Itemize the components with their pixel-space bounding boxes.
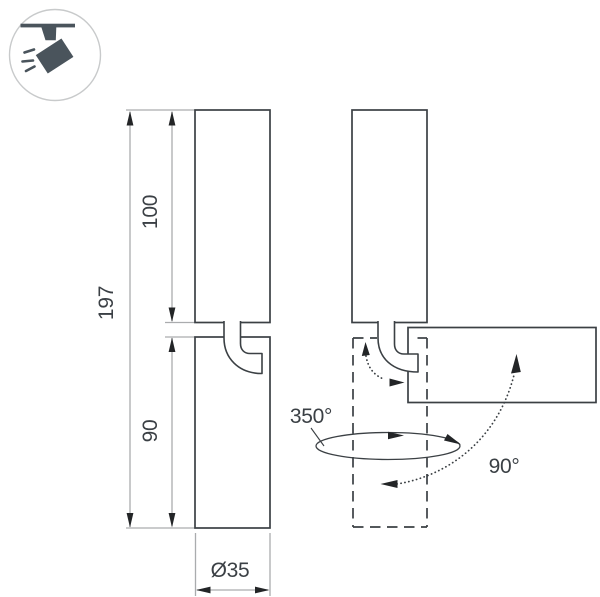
track-spotlight-icon <box>8 8 102 102</box>
front-view-drawing: 197 100 90 Ø35 <box>95 109 271 596</box>
dim-arrow-up <box>126 111 134 126</box>
rotated-lamp-head <box>407 326 597 404</box>
ellipse-arrow-right <box>388 431 404 440</box>
dim-arrow-down <box>168 307 176 322</box>
pan-angle-label: 350° <box>290 405 332 428</box>
rotated-elbow-joint <box>377 321 419 373</box>
front-upper-body <box>194 109 271 324</box>
dim-arrow-right <box>255 586 270 594</box>
dim-diameter-label: Ø35 <box>211 559 250 582</box>
dim-arrow-up <box>168 337 176 352</box>
dim-upper-height-label: 100 <box>139 195 162 229</box>
arc-arrow-up <box>361 342 370 356</box>
rotated-view-drawing: 350° 90° <box>290 109 597 528</box>
dim-total-height-label: 197 <box>95 286 118 320</box>
dim-arrow-down <box>126 513 134 528</box>
arc-arrow-up <box>511 354 521 374</box>
light-ray-icon <box>21 59 35 63</box>
light-ray-icon <box>24 65 36 73</box>
track-bar <box>20 23 75 28</box>
arc-arrow-right <box>389 378 405 387</box>
tilt-angle-label: 90° <box>489 455 520 478</box>
rotated-upper-body <box>351 109 428 324</box>
pan-angle-leader-line <box>310 427 325 447</box>
dim-lower-height-label: 90 <box>139 420 162 443</box>
icon-lamp-head <box>35 38 74 74</box>
hinge-tilt-arc <box>365 355 386 381</box>
ellipse-arrow-end <box>444 434 461 445</box>
front-elbow-joint <box>223 321 263 375</box>
tilt-arc <box>396 374 515 485</box>
icon-stem <box>41 27 57 41</box>
dim-arrow-left <box>196 586 211 594</box>
dim-arrow-up <box>168 111 176 126</box>
head-original-position-dashed <box>352 337 428 528</box>
dim-arrow-down <box>168 513 176 528</box>
light-ray-icon <box>23 48 36 54</box>
arc-arrow-left <box>380 480 398 488</box>
